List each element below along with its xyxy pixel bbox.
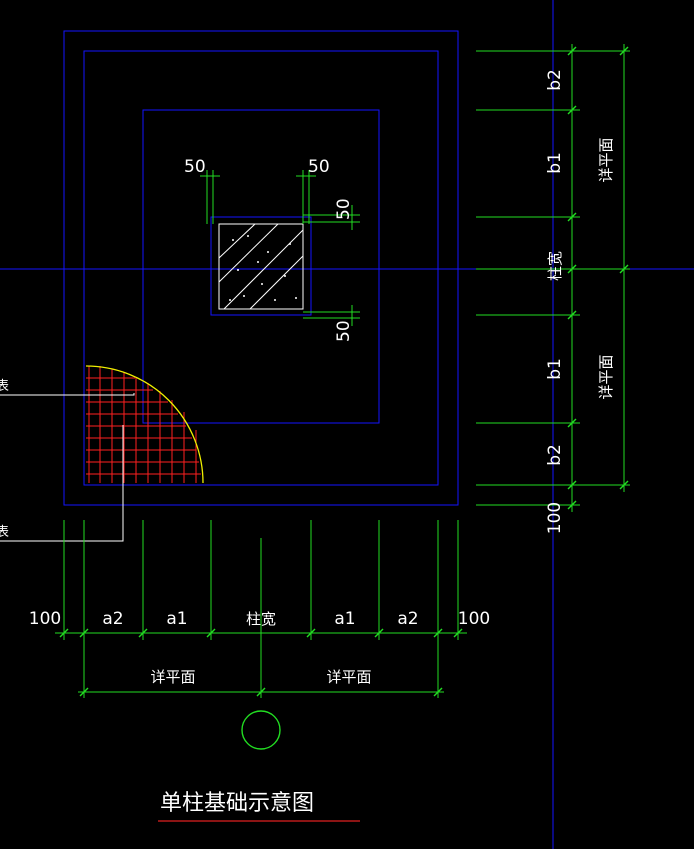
- drawing-title: 单柱基础示意图: [160, 791, 314, 816]
- dim-right-6: 100: [545, 502, 565, 534]
- dim-right-4: b1: [545, 358, 565, 380]
- dim-bottom-6: a2: [397, 609, 418, 629]
- right-dimension-labels: b2 b1 柱宽 b1 b2 100 详平面 详平面: [545, 69, 615, 534]
- dim-bottom-7: 100: [458, 609, 490, 629]
- dim-bottom-2: a2: [102, 609, 123, 629]
- right-dimension-lines: [476, 44, 630, 512]
- column-speckles: [229, 235, 297, 301]
- outer-outline: [63, 30, 459, 506]
- rebar-grid: [86, 366, 201, 483]
- bottom-dimension-labels: 100 a2 a1 柱宽 a1 a2 100 详平面 详平面: [29, 609, 490, 686]
- column-inner: [218, 223, 304, 310]
- dim-right-1: b2: [545, 69, 565, 91]
- offset-right-bottom: 50: [334, 320, 354, 342]
- leader-label-1: 钢筋表: [0, 378, 9, 394]
- foundation-outline: [83, 50, 439, 486]
- leader-lines: [0, 393, 135, 542]
- offset-right-top: 50: [334, 198, 354, 220]
- column-offset-marks: [200, 170, 360, 326]
- step-outline: [142, 109, 380, 424]
- dim-bottom-1: 100: [29, 609, 61, 629]
- offset-top-right: 50: [308, 157, 330, 177]
- dim-right-total-2: 详平面: [597, 354, 615, 399]
- dim-right-total-1: 详平面: [597, 137, 615, 182]
- column-outer: [210, 216, 312, 316]
- axis-bubble: [241, 710, 281, 750]
- rebar-arc: [85, 365, 204, 484]
- bottom-dimension-ticks: [59, 628, 463, 697]
- dim-right-5: b2: [545, 444, 565, 466]
- dim-bottom-5: a1: [334, 609, 355, 629]
- dim-right-3: 柱宽: [546, 251, 564, 281]
- dim-bottom-3: a1: [166, 609, 187, 629]
- dim-bottom-total-1: 详平面: [150, 668, 195, 686]
- leader-label-2: 钢筋表: [0, 524, 9, 540]
- dim-right-2: b1: [545, 152, 565, 174]
- dim-bottom-total-2: 详平面: [326, 668, 371, 686]
- right-dimension-ticks: [567, 46, 629, 510]
- dim-bottom-4: 柱宽: [246, 610, 276, 628]
- offset-top-left: 50: [184, 157, 206, 177]
